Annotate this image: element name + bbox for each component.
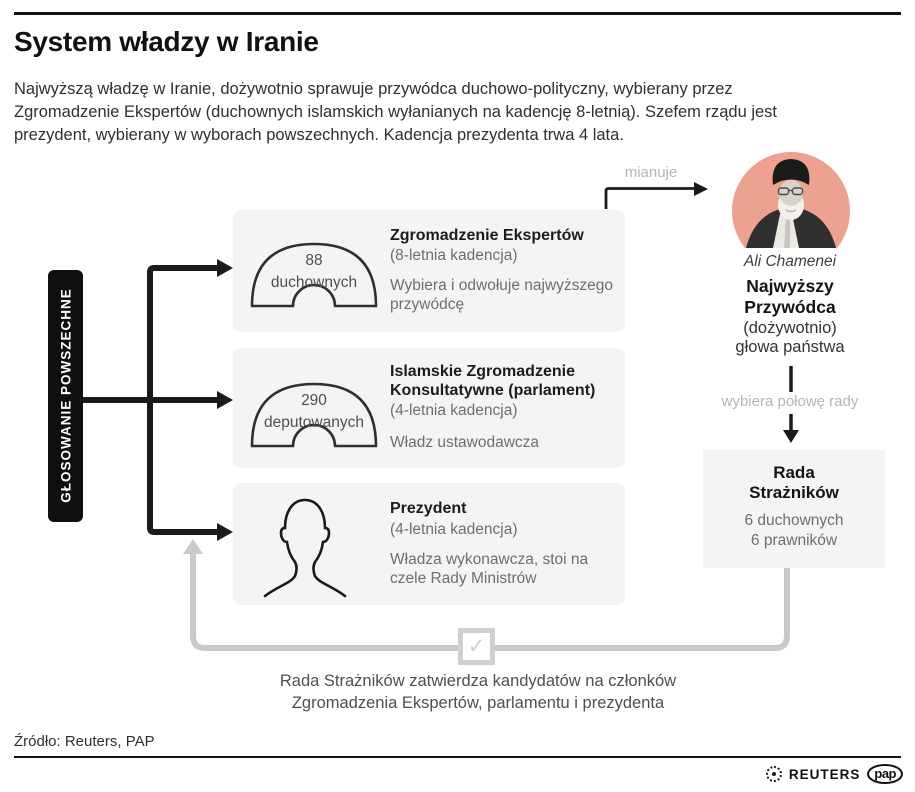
seat-count: 88 — [305, 252, 323, 269]
agency-logos: REUTERS pap — [765, 763, 903, 785]
top-rule — [14, 12, 901, 15]
seat-label: duchownych — [270, 274, 358, 291]
selects-arrowhead — [783, 430, 799, 443]
pap-logo: pap — [867, 764, 903, 784]
source-credit: Źródło: Reuters, PAP — [14, 733, 155, 750]
appoints-label: mianuje — [624, 164, 678, 181]
reuters-sunburst-icon — [765, 766, 782, 782]
panel-parliament: 290 deputowanych Islamskie Zgromadzenie … — [233, 348, 625, 468]
panel-description: Władza wykonawcza, stoi na czele Rady Mi… — [390, 551, 589, 587]
page-title: System władzy w Iranie — [14, 26, 319, 57]
parliament-arch-icon: 88 duchownych — [245, 230, 383, 310]
seat-label: deputowanych — [264, 414, 364, 431]
approval-note: Rada Strażników zatwierdza kandydatów na… — [188, 670, 768, 714]
voting-arrowhead-1 — [217, 259, 233, 277]
head-silhouette-icon — [262, 495, 348, 604]
checkmark-icon: ✓ — [458, 628, 495, 665]
voting-arrows — [83, 265, 218, 535]
approval-note-line: Rada Strażników zatwierdza kandydatów na… — [279, 672, 677, 690]
intro-paragraph: Najwyższą władzę w Iranie, dożywotnio sp… — [14, 78, 894, 147]
approval-note-line: Zgromadzenia Ekspertów, parlamentu i pre… — [291, 694, 665, 712]
universal-vote-label: GŁOSOWANIE POWSZECHNE — [58, 288, 74, 503]
panel-title: Islamskie Zgromadzenie Konsultatywne (pa… — [390, 363, 596, 399]
seat-count: 290 — [301, 392, 327, 409]
leader-tenure: (dożywotnio) — [743, 319, 837, 337]
portrait-face — [779, 180, 803, 206]
panel-president: Prezydent (4-letnia kadencja) Władza wyk… — [233, 483, 625, 605]
council-members: 6 duchownych — [744, 512, 844, 529]
panel-term: (4-letnia kadencja) — [390, 521, 518, 538]
intro-line: Najwyższą władzę w Iranie, dożywotnio sp… — [14, 80, 733, 98]
panel-assembly-of-experts: 88 duchownych Zgromadzenie Ekspertów (8-… — [233, 210, 625, 332]
reuters-logo: REUTERS — [788, 766, 861, 782]
portrait-turban — [772, 159, 810, 185]
voting-arrowhead-2 — [217, 391, 233, 409]
leader-name: Ali Chamenei — [743, 253, 837, 270]
selects-half-council-label: wybiera połowę rady — [721, 393, 859, 410]
council-title: Rada — [773, 463, 815, 482]
panel-title: Zgromadzenie Ekspertów — [390, 227, 584, 244]
panel-guardian-council: Rada Strażników 6 duchownych 6 prawników — [703, 450, 885, 568]
panel-title: Prezydent — [390, 500, 467, 517]
universal-vote-label-box: GŁOSOWANIE POWSZECHNE — [48, 270, 83, 522]
appoints-line — [604, 187, 694, 209]
leader-portrait — [732, 152, 850, 253]
leader-title: Przywódca — [744, 297, 836, 317]
panel-term: (4-letnia kadencja) — [390, 402, 518, 419]
leader-role: głowa państwa — [735, 338, 845, 356]
panel-description: Wybiera i odwołuje najwyższego przywódcę — [390, 277, 613, 313]
voting-arrowhead-3 — [217, 523, 233, 541]
appoints-arrowhead — [694, 182, 708, 196]
intro-line: Zgromadzenie Ekspertów (duchownych islam… — [14, 103, 778, 121]
council-title: Strażników — [749, 483, 839, 502]
panel-term: (8-letnia kadencja) — [390, 247, 518, 264]
intro-line: prezydent, wybierany w wyborach powszech… — [14, 126, 624, 144]
bottom-rule — [14, 756, 901, 758]
parliament-arch-icon: 290 deputowanych — [245, 370, 383, 450]
panel-description: Władz ustawodawcza — [390, 434, 540, 451]
approval-loop-arrowhead-up — [183, 539, 203, 554]
council-members: 6 prawników — [750, 532, 838, 549]
leader-title: Najwyższy — [746, 276, 834, 296]
